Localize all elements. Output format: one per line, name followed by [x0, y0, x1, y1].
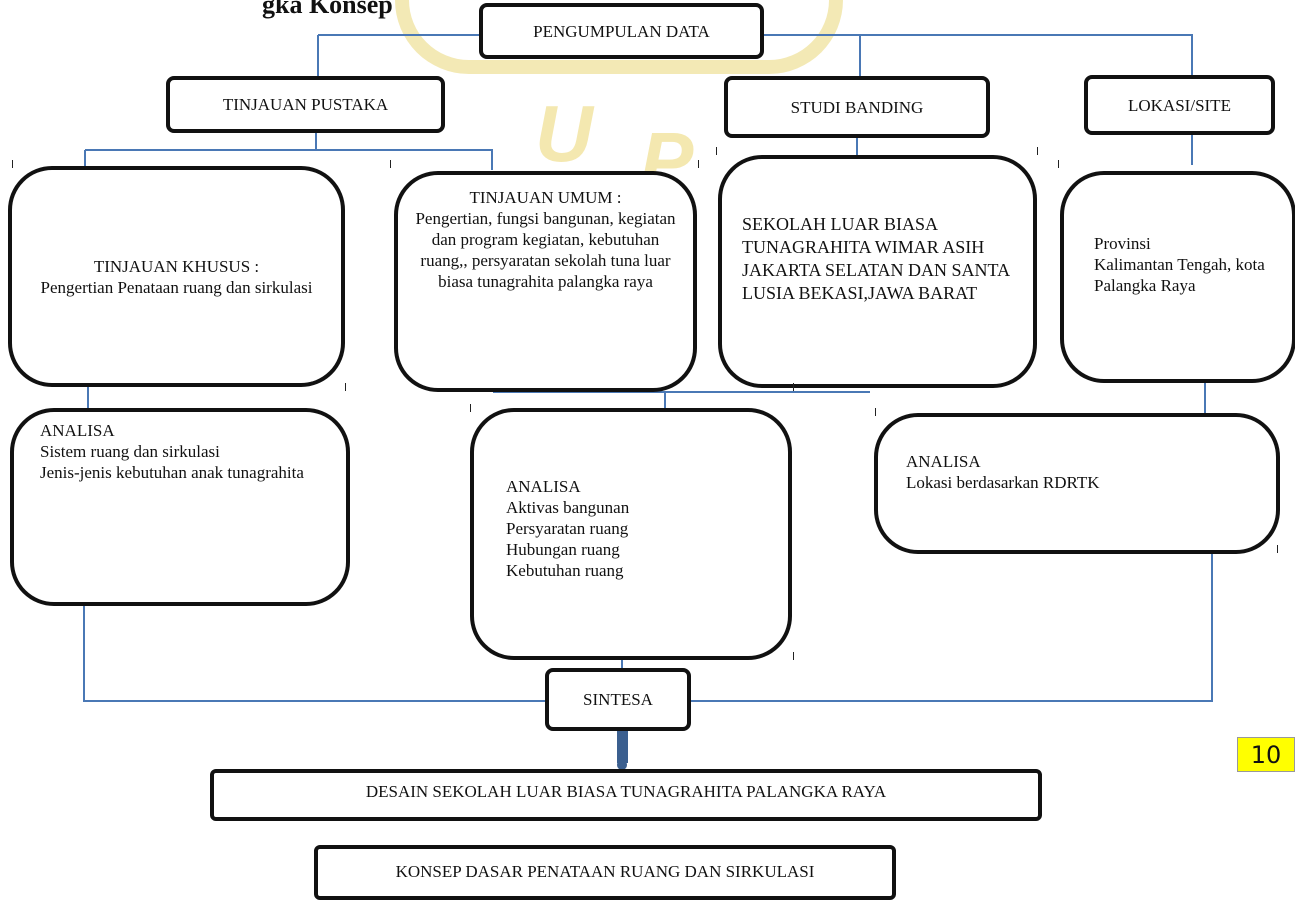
node-label: PENGUMPULAN DATA	[533, 21, 710, 41]
node-sekolah-studi-banding: SEKOLAH LUAR BIASA TUNAGRAHITA WIMAR ASI…	[718, 155, 1037, 388]
node-label: SINTESA	[583, 690, 653, 709]
node-analisa-lokasi: ANALISA Lokasi berdasarkan RDRTK	[874, 413, 1280, 554]
node-label: TINJAUAN PUSTAKA	[222, 95, 389, 114]
node-tinjauan-pustaka: TINJAUAN PUSTAKA	[166, 76, 445, 133]
watermark-letter-u: U	[535, 89, 593, 178]
node-studi-banding: STUDI BANDING	[724, 76, 990, 138]
node-label: TINJAUAN KHUSUS : Pengertian Penataan ru…	[40, 256, 313, 297]
tick-mark	[470, 404, 471, 412]
node-label: Provinsi Kalimantan Tengah, kota Palangk…	[1094, 234, 1265, 295]
tick-mark	[1037, 147, 1038, 155]
node-desain: DESAIN SEKOLAH LUAR BIASA TUNAGRAHITA PA…	[210, 769, 1042, 821]
node-analisa-bangunan: ANALISA Aktivas bangunan Persyaratan rua…	[470, 408, 792, 660]
tick-mark	[12, 160, 13, 168]
node-provinsi: Provinsi Kalimantan Tengah, kota Palangk…	[1060, 171, 1295, 383]
node-label: KONSEP DASAR PENATAAN RUANG DAN SIRKULAS…	[395, 862, 815, 881]
node-label: STUDI BANDING	[790, 97, 924, 117]
node-sintesa: SINTESA	[545, 668, 691, 731]
tick-mark	[716, 147, 717, 155]
tick-mark	[793, 652, 794, 660]
tick-mark	[390, 160, 391, 168]
node-label: TINJAUAN UMUM : Pengertian, fungsi bangu…	[415, 188, 676, 291]
node-label: DESAIN SEKOLAH LUAR BIASA TUNAGRAHITA PA…	[365, 782, 887, 801]
node-tinjauan-umum: TINJAUAN UMUM : Pengertian, fungsi bangu…	[394, 171, 697, 392]
page-number-badge: 10	[1237, 737, 1295, 772]
node-label: SEKOLAH LUAR BIASA TUNAGRAHITA WIMAR ASI…	[742, 214, 1010, 303]
node-label: ANALISA Sistem ruang dan sirkulasi Jenis…	[40, 421, 304, 482]
page-title: gka Konsep	[262, 0, 393, 19]
tick-mark	[1058, 160, 1059, 168]
node-konsep: KONSEP DASAR PENATAAN RUANG DAN SIRKULAS…	[314, 845, 896, 900]
tick-mark	[1277, 545, 1278, 553]
node-pengumpulan-data: PENGUMPULAN DATA	[479, 3, 764, 59]
node-label: ANALISA Aktivas bangunan Persyaratan rua…	[506, 477, 630, 580]
node-tinjauan-khusus: TINJAUAN KHUSUS : Pengertian Penataan ru…	[8, 166, 345, 387]
node-label: ANALISA Lokasi berdasarkan RDRTK	[906, 452, 1100, 492]
tick-mark	[875, 408, 876, 416]
node-lokasi-site: LOKASI/SITE	[1084, 75, 1275, 135]
tick-mark	[793, 383, 794, 391]
node-analisa-ruang: ANALISA Sistem ruang dan sirkulasi Jenis…	[10, 408, 350, 606]
node-label: LOKASI/SITE	[1128, 95, 1231, 115]
tick-mark	[698, 160, 699, 168]
tick-mark	[345, 383, 346, 391]
